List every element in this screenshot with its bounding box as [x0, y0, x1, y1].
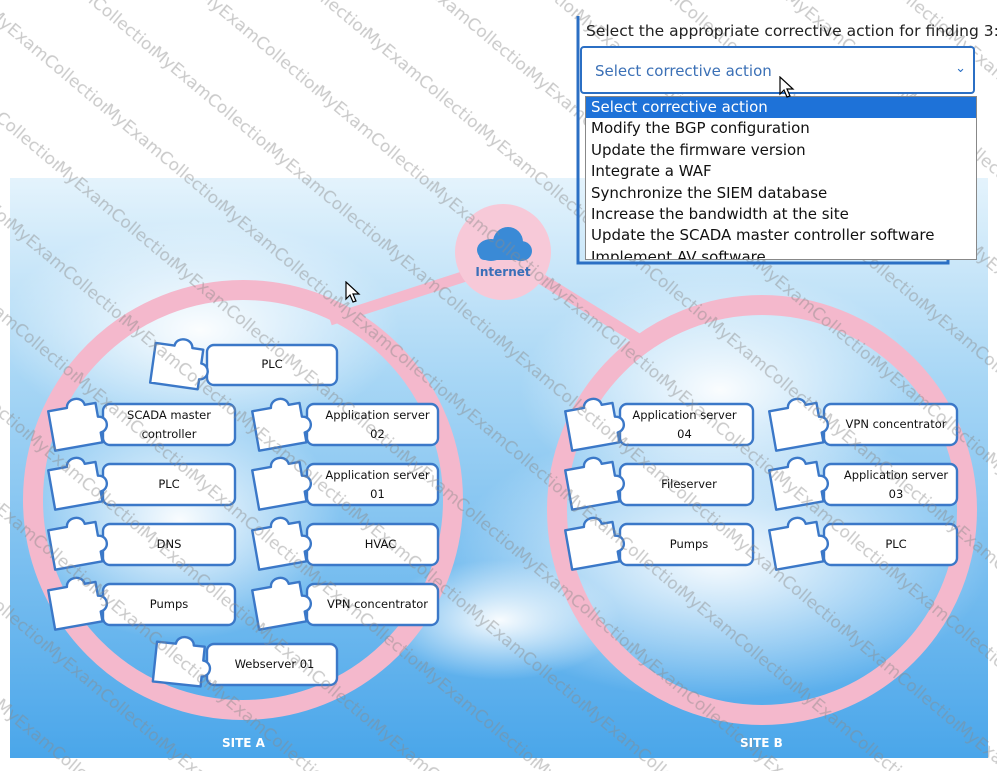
node-label-fileserver[interactable]: Fileserver [661, 477, 717, 491]
question-text: Select the appropriate corrective action… [586, 22, 997, 40]
dropdown-option[interactable]: Update the SCADA master controller softw… [591, 226, 935, 245]
node-label-scada-1[interactable]: SCADA master [127, 408, 211, 422]
node-label-app03-2[interactable]: 03 [888, 487, 904, 501]
node-label-plc-b[interactable]: PLC [885, 537, 907, 551]
node-label-app01-2[interactable]: 01 [370, 487, 385, 501]
dropdown-option[interactable]: Modify the BGP configuration [591, 119, 810, 138]
site-a-label: SITE A [222, 736, 265, 750]
corrective-action-select[interactable]: Select corrective action ⌄ [580, 46, 975, 94]
node-label-app01-1[interactable]: Application server [325, 468, 430, 482]
question-panel [576, 16, 950, 265]
chevron-down-icon[interactable]: ⌄ [955, 60, 966, 75]
node-label-app03-1[interactable]: Application server [843, 468, 949, 482]
internet-label: Internet [475, 265, 531, 279]
select-value: Select corrective action [595, 62, 772, 80]
dropdown-option[interactable]: Synchronize the SIEM database [591, 183, 828, 202]
node-label-app04-2[interactable]: 04 [677, 427, 692, 441]
node-label-app02-1[interactable]: Application server [325, 408, 430, 422]
node-label-web01[interactable]: Webserver 01 [234, 657, 315, 671]
node-label-plc-mid[interactable]: PLC [158, 477, 180, 491]
dropdown-option[interactable]: Implement AV software [591, 247, 766, 260]
node-label-hvac[interactable]: HVAC [364, 537, 397, 551]
node-label-app02-2[interactable]: 02 [370, 427, 385, 441]
node-label-vpn-a[interactable]: VPN concentrator [327, 597, 428, 611]
dropdown-option[interactable]: Update the firmware version [591, 140, 806, 159]
mouse-cursor-icon [345, 281, 361, 303]
mouse-cursor-icon [779, 76, 795, 98]
node-label-pumps-b[interactable]: Pumps [669, 537, 709, 551]
dropdown-option[interactable]: Integrate a WAF [591, 162, 712, 181]
node-label-pumps-a[interactable]: Pumps [149, 597, 189, 611]
dropdown-option[interactable]: Select corrective action [586, 97, 976, 119]
node-label-scada-2[interactable]: controller [141, 427, 197, 441]
node-label-vpn-b[interactable]: VPN concentrator [845, 417, 947, 431]
node-label-app04-1[interactable]: Application server [632, 408, 737, 422]
dropdown-option[interactable]: Increase the bandwidth at the site [591, 204, 849, 223]
node-label-dns[interactable]: DNS [156, 537, 182, 551]
site-b-label: SITE B [740, 736, 783, 750]
node-label-plc-top[interactable]: PLC [261, 357, 283, 371]
